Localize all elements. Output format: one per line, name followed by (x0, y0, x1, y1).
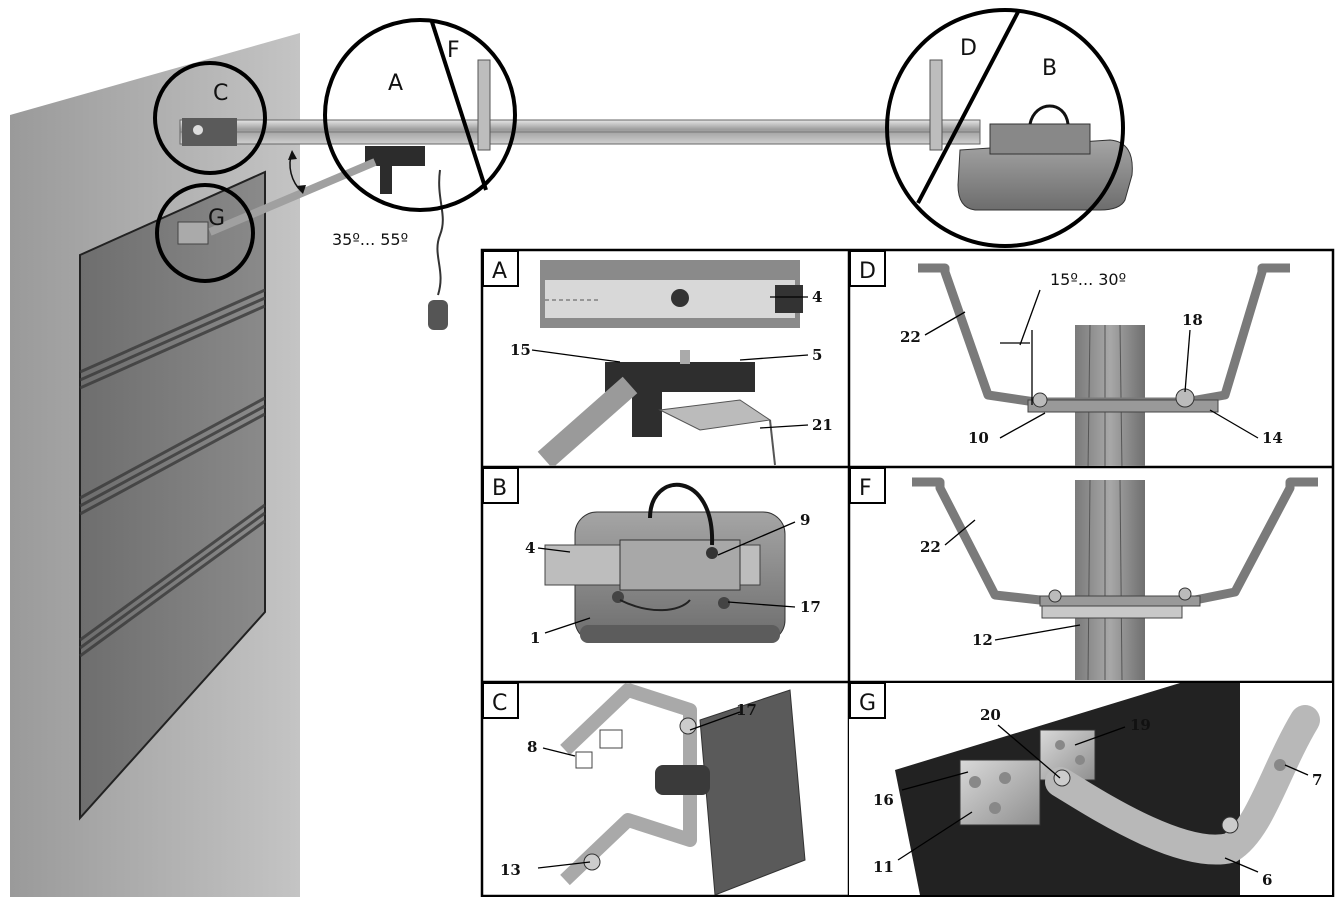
callout-4b: 4 (525, 539, 535, 557)
rail-profile-f (1075, 480, 1145, 680)
callout-10: 10 (968, 429, 989, 447)
release-handle (428, 300, 448, 330)
overview-drawing: C G A F D B 35º... 55º (10, 8, 1133, 897)
callout-9: 9 (800, 511, 810, 529)
door-bracket (177, 221, 209, 245)
panel-c (560, 683, 806, 895)
callout-6: 6 (1262, 871, 1272, 889)
panel-a-tag: A (492, 259, 507, 284)
callout-1: 1 (530, 629, 540, 647)
label-g: G (208, 206, 225, 231)
callout-17c: 17 (736, 701, 757, 719)
label-d: D (960, 36, 977, 61)
callout-16: 16 (873, 791, 894, 809)
panel-b-labels: B 9 4 17 1 (482, 467, 821, 647)
callout-17b: 17 (800, 598, 821, 616)
clamp-plate (1041, 605, 1183, 619)
callout-19: 19 (1130, 716, 1151, 734)
panel-d-labels: D 15º... 30º 22 18 10 14 (849, 250, 1283, 447)
panel-g-tag: G (859, 691, 876, 716)
panel-a-labels: A 4 15 5 21 (482, 250, 833, 434)
panel-f-tag: F (859, 476, 872, 501)
garage-door (79, 170, 266, 821)
panel-g-labels: G 20 19 16 7 11 6 (849, 682, 1322, 889)
rail-end (699, 689, 806, 895)
panel-d (918, 263, 1290, 466)
door-panel-grooves (79, 288, 266, 658)
panel-f (912, 477, 1318, 681)
callout-12: 12 (972, 631, 993, 649)
callout-15: 15 (510, 341, 531, 359)
ceiling-bracket-d (929, 59, 943, 151)
callout-21: 21 (812, 416, 833, 434)
tension-spring (655, 765, 710, 795)
detail-circle-af (323, 18, 517, 212)
label-f: F (447, 38, 460, 63)
callout-20: 20 (980, 706, 1001, 724)
detail-grid (480, 248, 1335, 897)
detail-circle-g (155, 183, 255, 283)
label-a: A (388, 71, 403, 96)
angle-label: 35º... 55º (332, 230, 408, 249)
release-cord (436, 169, 444, 296)
divider-db (916, 11, 1020, 204)
panel-d-angle-label: 15º... 30º (1050, 270, 1126, 289)
detail-circle-c (153, 61, 267, 175)
callout-18: 18 (1182, 311, 1203, 329)
label-b: B (1042, 56, 1057, 81)
callout-5: 5 (812, 346, 822, 364)
ceiling-bracket-f (477, 59, 491, 151)
motor-cable (648, 482, 715, 546)
rail-profile (1075, 325, 1145, 466)
callout-22: 22 (900, 328, 921, 346)
panel-c-tag: C (492, 691, 507, 716)
callout-13: 13 (500, 861, 521, 879)
arm-closeup (537, 376, 638, 466)
panel-d-tag: D (859, 259, 876, 284)
panel-b-tag: B (492, 476, 507, 501)
callout-4: 4 (812, 288, 822, 306)
panel-a (537, 260, 803, 466)
label-c: C (213, 81, 228, 106)
door-bracket-plate (959, 759, 1041, 826)
callout-11: 11 (873, 858, 894, 876)
callout-8: 8 (527, 738, 537, 756)
divider-af (430, 21, 488, 191)
callout-14: 14 (1262, 429, 1283, 447)
motor-unit (957, 139, 1133, 211)
panel-f-labels: F 22 12 (849, 467, 1081, 649)
panel-g (849, 683, 1332, 895)
callout-22f: 22 (920, 538, 941, 556)
callout-7: 7 (1312, 771, 1322, 789)
detail-circle-db (885, 8, 1125, 248)
panel-c-labels: C 17 8 13 (482, 682, 757, 879)
panel-b (544, 482, 786, 643)
rail-wall-bracket (182, 118, 237, 146)
carriage (365, 146, 425, 166)
